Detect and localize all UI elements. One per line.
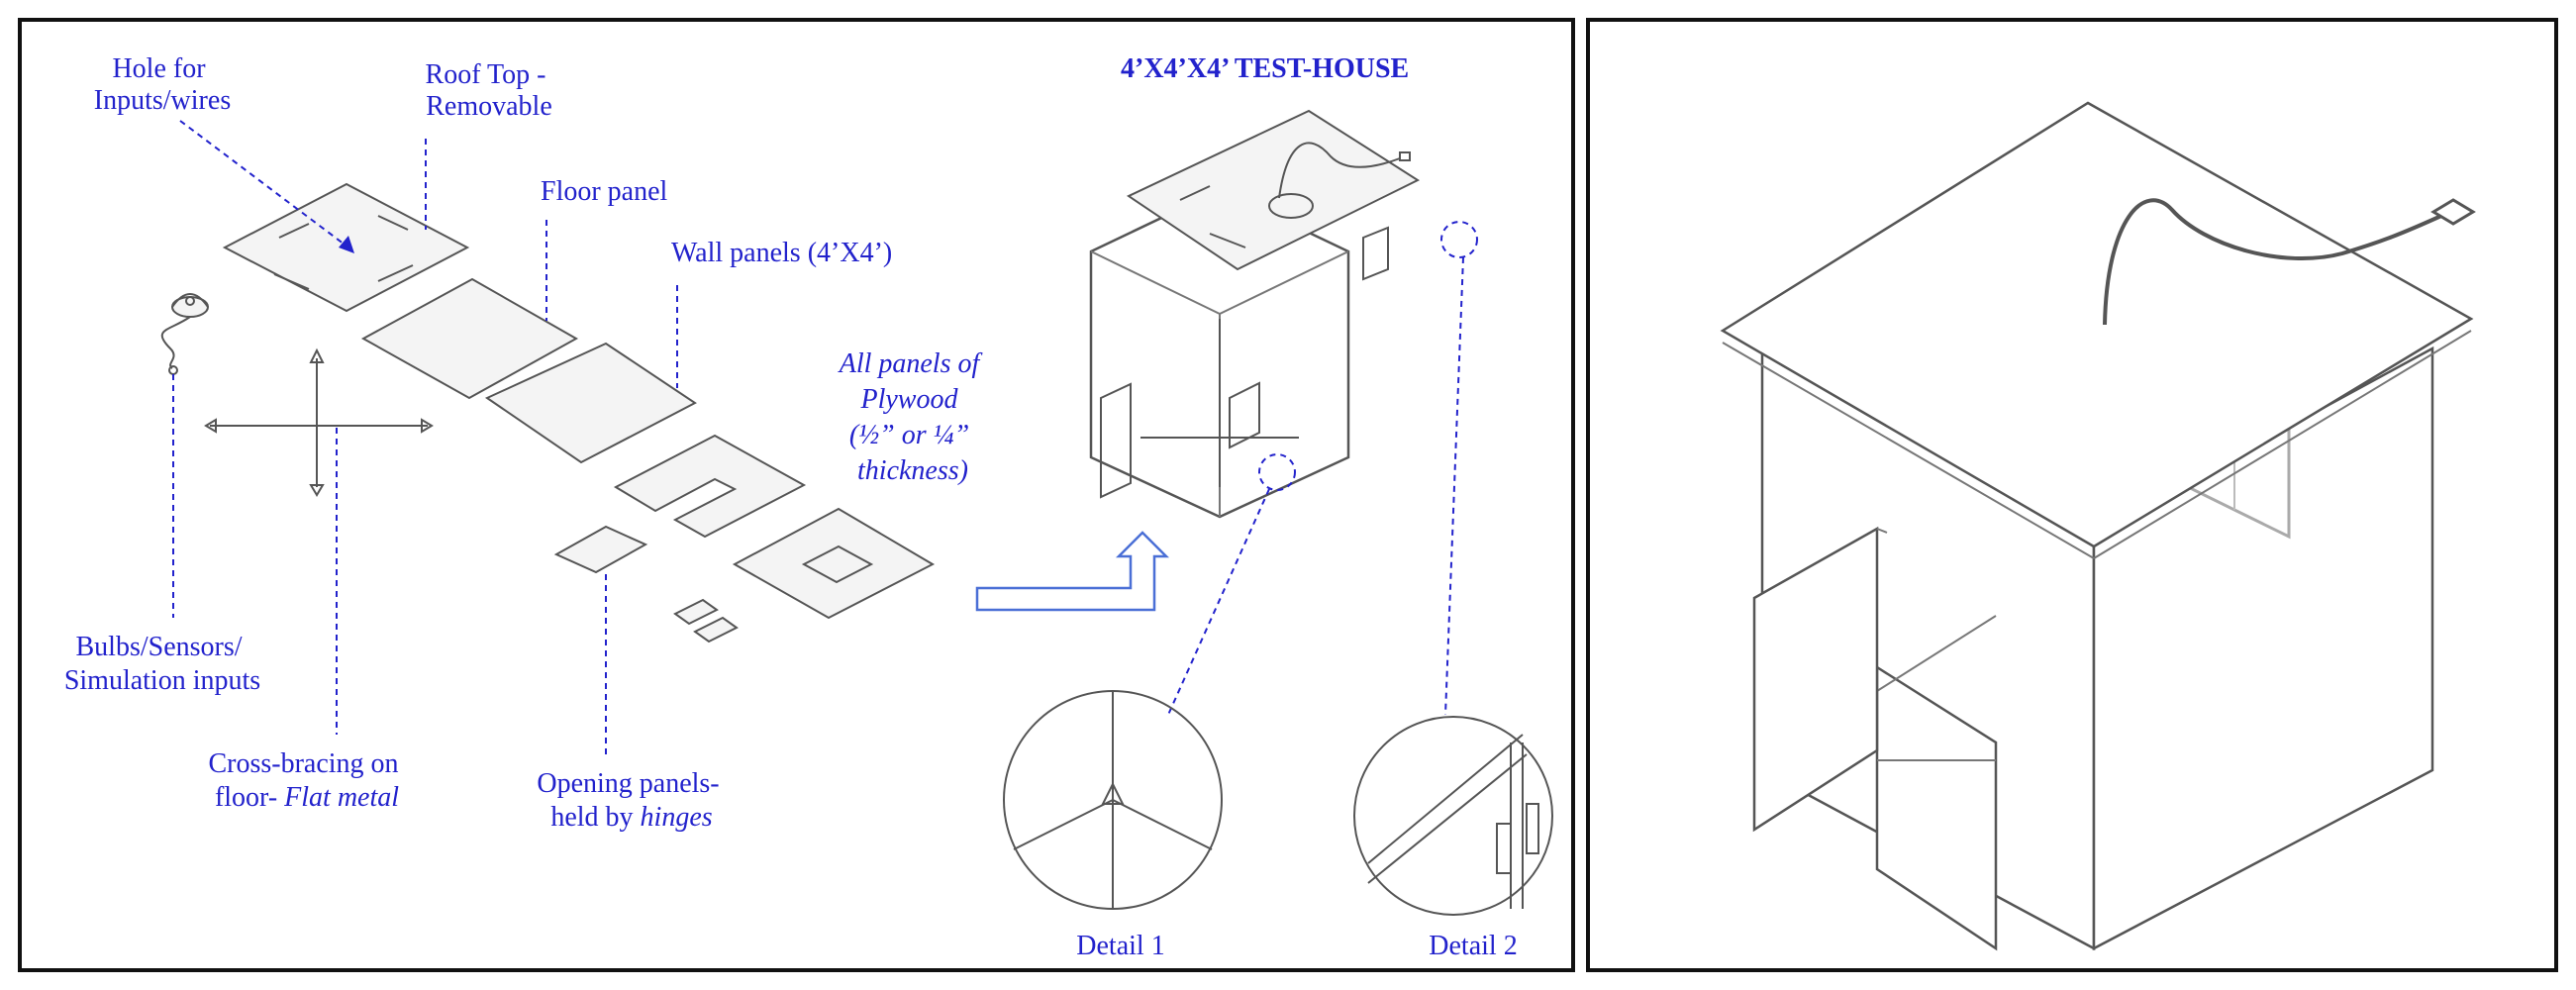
- detail2-marker: [1440, 221, 1478, 258]
- door-wall-panel: [613, 434, 807, 539]
- exploded-diagram-panel: Hole for Inputs/wires Roof Top - Removab…: [18, 18, 1575, 972]
- hole-arrowhead: [339, 236, 354, 253]
- plywood-label: All panels of Plywood (½” or ¼” thicknes…: [838, 348, 987, 486]
- window-wall-panel: [732, 507, 936, 620]
- detail1-label: Detail 1: [1076, 931, 1164, 961]
- test-house-title: 4’X4’X4’ TEST-HOUSE: [1121, 53, 1409, 84]
- detail1-leader: [1167, 488, 1270, 716]
- doorway-floor-line: [1876, 615, 1997, 692]
- doorway-opening: [1875, 664, 1998, 951]
- house-roof: [1720, 101, 2474, 548]
- wall-label: Wall panels (4’X4’): [671, 238, 892, 268]
- house-roof-edge: [1722, 342, 2095, 559]
- hole-label: Hole for Inputs/wires: [94, 53, 231, 116]
- detail1-marker: [1258, 453, 1296, 491]
- assembly-arrow: [975, 531, 1170, 612]
- assembled-house-small: [1089, 109, 1421, 519]
- opening-panel-window-a: [673, 598, 719, 626]
- exploded-diagram-svg: Hole for Inputs/wires Roof Top - Removab…: [64, 53, 1553, 961]
- isometric-house-svg: [1720, 101, 2476, 951]
- opening-panel-door: [553, 525, 648, 574]
- floor-label: Floor panel: [541, 176, 668, 207]
- opening-panel-window-b: [693, 616, 739, 644]
- bulbs-label: Bulbs/Sensors/ Simulation inputs: [64, 632, 260, 696]
- cross-bracing: [204, 347, 434, 497]
- detail2-view: [1353, 716, 1553, 916]
- opening-label: Opening panels- held by hinges: [537, 768, 726, 833]
- cross-label: Cross-bracing on floor- Flat metal: [208, 748, 405, 813]
- hole-leader: [179, 120, 349, 248]
- roof-label: Roof Top - Removable: [426, 59, 553, 122]
- detail2-label: Detail 2: [1429, 931, 1517, 961]
- isometric-house-panel: [1586, 18, 2558, 972]
- floor-panel: [360, 277, 579, 400]
- bulb-sensor: [160, 293, 209, 375]
- detail1-view: [1003, 690, 1223, 910]
- detail2-leader: [1444, 256, 1464, 716]
- wall-panel: [484, 342, 697, 464]
- house-roof-edge-right: [2093, 330, 2472, 559]
- open-door: [1752, 526, 1879, 833]
- house-wire: [2103, 198, 2442, 326]
- house-sensor: [2430, 198, 2476, 226]
